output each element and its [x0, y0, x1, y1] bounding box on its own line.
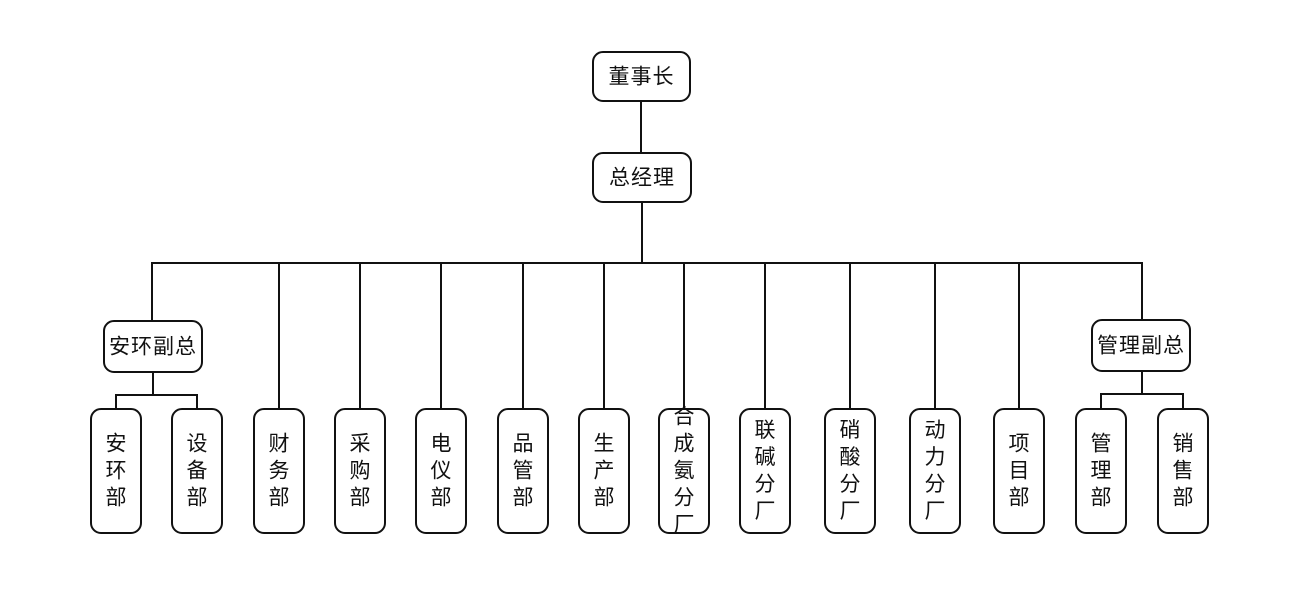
node-dept-purchasing[interactable]: 采购部 [334, 408, 386, 534]
node-dept-label: 管理部 [1090, 432, 1112, 510]
node-vp-safety-env[interactable]: 安环副总 [103, 320, 203, 373]
node-branch-synthetic-ammonia[interactable]: 合成氨分厂 [658, 406, 710, 537]
node-dept-quality-control[interactable]: 品管部 [497, 408, 549, 534]
node-dept-label: 销售部 [1172, 432, 1194, 510]
node-dept-label: 品管部 [512, 432, 534, 510]
node-dept-project[interactable]: 项目部 [993, 408, 1045, 534]
node-dept-finance[interactable]: 财务部 [253, 408, 305, 534]
node-dept-equipment[interactable]: 设备部 [171, 408, 223, 534]
node-dept-label: 安环部 [105, 432, 127, 510]
node-chairman[interactable]: 董事长 [592, 51, 691, 102]
node-dept-label: 电仪部 [430, 432, 452, 510]
node-chairman-label: 董事长 [608, 65, 675, 88]
node-dept-label: 合成氨分厂 [673, 405, 695, 537]
node-dept-management[interactable]: 管理部 [1075, 408, 1127, 534]
node-dept-label: 联碱分厂 [754, 419, 776, 523]
node-dept-label: 生产部 [593, 432, 615, 510]
node-branch-nitric-acid[interactable]: 硝酸分厂 [824, 408, 876, 534]
node-general-manager[interactable]: 总经理 [592, 152, 692, 203]
node-dept-label: 项目部 [1008, 432, 1030, 510]
node-dept-label: 采购部 [349, 432, 371, 510]
node-dept-safety-env[interactable]: 安环部 [90, 408, 142, 534]
node-dept-label: 设备部 [186, 432, 208, 510]
node-vp-safety-env-label: 安环副总 [109, 335, 197, 358]
connector-vp-right-elbow [1100, 393, 1184, 409]
node-vp-management[interactable]: 管理副总 [1091, 319, 1191, 372]
node-dept-label: 硝酸分厂 [839, 419, 861, 523]
node-general-manager-label: 总经理 [609, 166, 675, 189]
node-vp-management-label: 管理副总 [1097, 334, 1185, 357]
node-branch-soda-ash[interactable]: 联碱分厂 [739, 408, 791, 534]
node-dept-electrical-instrument[interactable]: 电仪部 [415, 408, 467, 534]
node-dept-sales[interactable]: 销售部 [1157, 408, 1209, 534]
node-dept-production[interactable]: 生产部 [578, 408, 630, 534]
node-dept-label: 动力分厂 [924, 419, 946, 523]
connector-vp-left-elbow [115, 394, 198, 409]
node-branch-power[interactable]: 动力分厂 [909, 408, 961, 534]
node-dept-label: 财务部 [268, 432, 290, 510]
